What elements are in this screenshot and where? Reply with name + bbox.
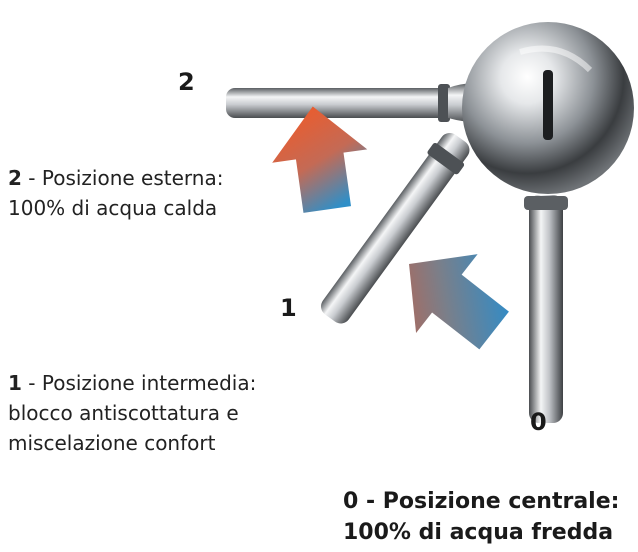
lever-rod-position-2 [226,83,490,123]
position-2-description: 2 - Posizione esterna: 100% di acqua cal… [8,163,223,223]
marker-position-0: 0 [530,408,547,436]
position-0-description: 0 - Posizione centrale: 100% di acqua fr… [343,486,619,548]
marker-position-2: 2 [178,68,195,96]
lever-rod-position-1 [321,132,470,324]
position-1-detail-line2: miscelazione confort [8,431,216,455]
position-2-separator: - [21,166,42,190]
arrow-mixed-to-position-1 [409,254,509,350]
lever-rod-position-0 [524,195,568,423]
position-1-separator: - [21,371,42,395]
position-1-label: Posizione intermedia: [41,371,257,395]
position-2-detail: 100% di acqua calda [8,196,218,220]
position-2-number: 2 [8,166,22,190]
marker-position-1: 1 [280,294,297,322]
arrow-hot-to-position-2 [272,106,368,213]
position-1-description: 1 - Posizione intermedia: blocco antisco… [8,368,256,458]
position-1-detail-line1: blocco antiscottatura e [8,401,239,425]
position-0-title: 0 - Posizione centrale: [343,489,620,514]
position-2-label: Posizione esterna: [41,166,224,190]
position-1-number: 1 [8,371,22,395]
position-0-detail: 100% di acqua fredda [343,520,614,545]
